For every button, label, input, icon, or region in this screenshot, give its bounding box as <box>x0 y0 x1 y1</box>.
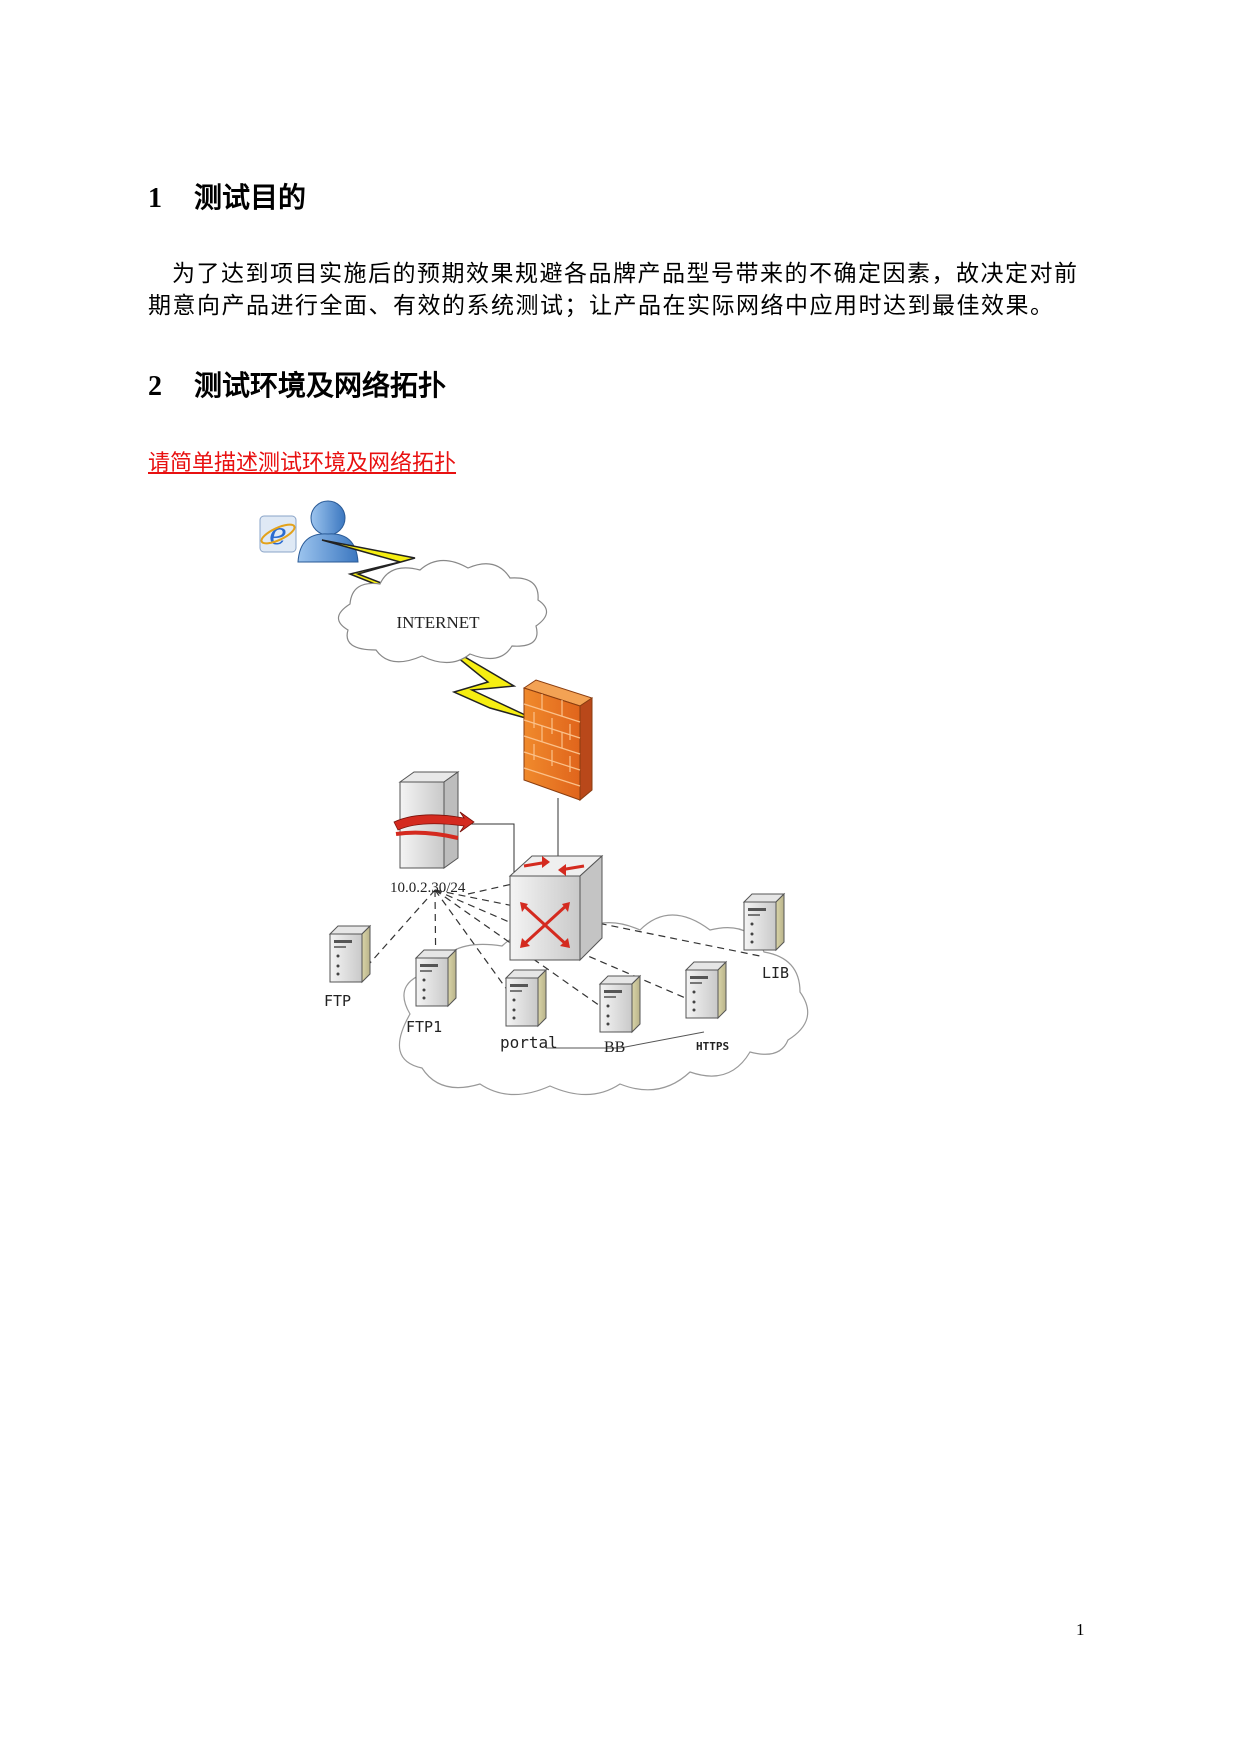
server-https-icon <box>685 961 727 1019</box>
firewall-icon <box>522 679 594 802</box>
cloud-label: INTERNET <box>396 613 480 632</box>
browser-icon: e <box>259 515 297 553</box>
controller-server-icon <box>393 771 475 869</box>
section-heading-topology: 2 测试环境及网络拓扑 <box>148 368 446 405</box>
topology-description-link[interactable]: 请简单描述测试环境及网络拓扑 <box>148 451 457 476</box>
network-topology-diagram: e INTERNET <box>259 500 809 1096</box>
internet-cloud: INTERNET <box>337 559 548 664</box>
server-label-lib: LIB <box>762 964 789 982</box>
server-ftp1-icon <box>415 949 457 1007</box>
section-number: 1 <box>148 183 162 214</box>
svg-text:e: e <box>269 517 287 552</box>
section-title: 测试环境及网络拓扑 <box>194 369 447 402</box>
server-label-https: HTTPS <box>696 1040 729 1053</box>
section-title: 测试目的 <box>194 181 307 214</box>
purpose-paragraph: 为了达到项目实施后的预期效果规避各品牌产品型号带来的不确定因素，故决定对前期意向… <box>148 258 1098 322</box>
server-bb-icon <box>599 975 641 1033</box>
purpose-text: 为了达到项目实施后的预期效果规避各品牌产品型号带来的不确定因素，故决定对前期意向… <box>148 261 1079 319</box>
server-label-portal: portal <box>500 1033 558 1052</box>
section-number: 2 <box>148 371 162 402</box>
server-label-ftp1: FTP1 <box>406 1018 442 1036</box>
server-label-ftp: FTP <box>324 992 351 1010</box>
section-heading-purpose: 1 测试目的 <box>148 180 306 217</box>
server-portal-icon <box>505 969 547 1027</box>
server-ftp-icon <box>329 925 371 983</box>
server-label-bb: BB <box>604 1039 625 1056</box>
page-number: 1 <box>1076 1620 1085 1639</box>
wan-link-lightning <box>435 639 541 723</box>
user-icon <box>297 500 359 563</box>
server-lib-icon <box>743 893 785 951</box>
core-switch-icon <box>508 854 604 962</box>
controller-ip-label: 10.0.2.30/24 <box>390 880 466 896</box>
